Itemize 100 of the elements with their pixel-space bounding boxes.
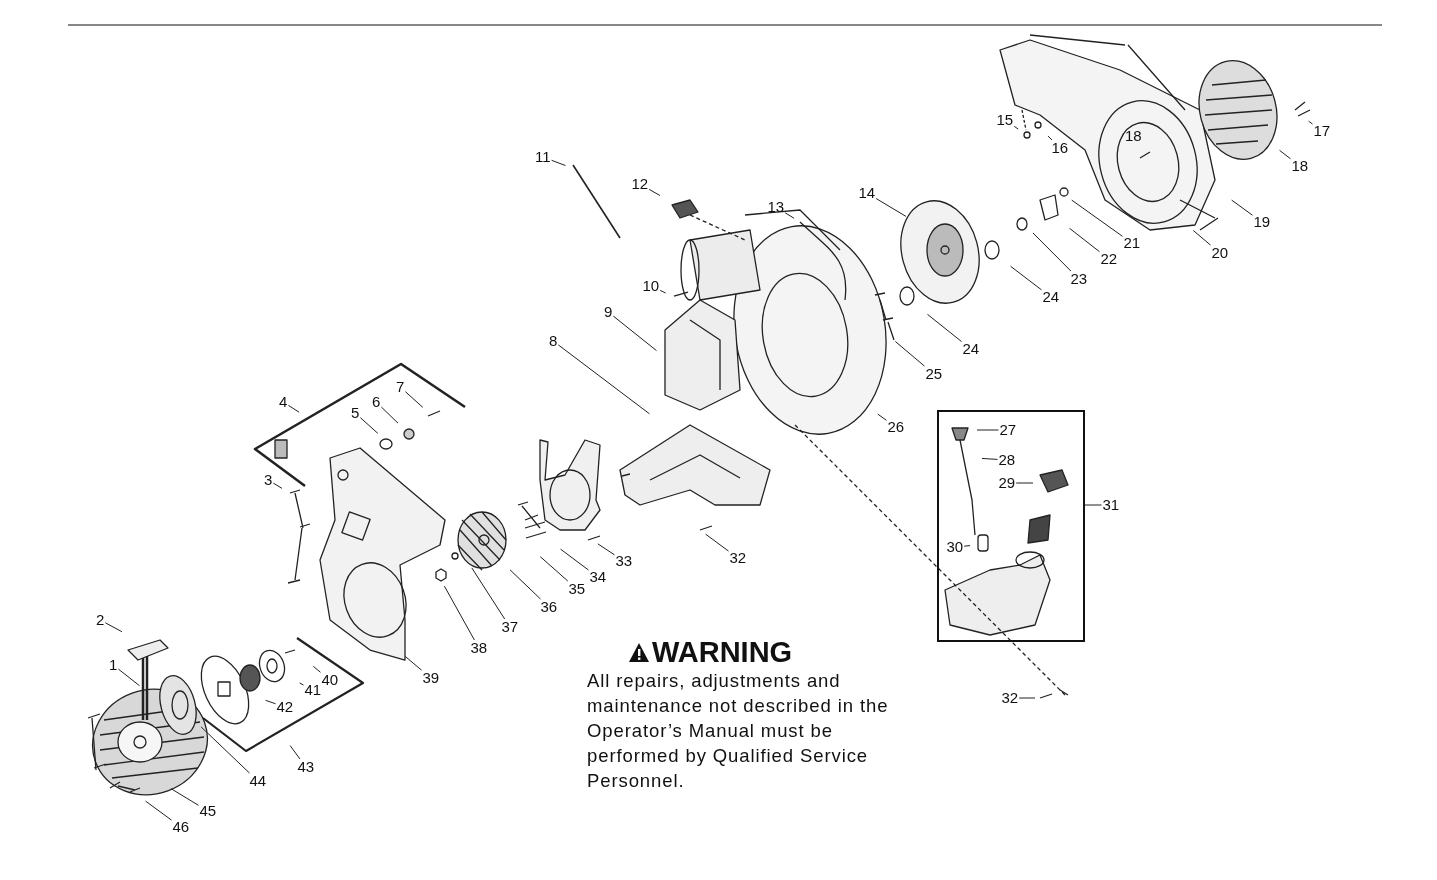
leader-line bbox=[404, 391, 424, 408]
leader-line bbox=[557, 344, 650, 415]
leader-line bbox=[471, 567, 506, 620]
callout-number: 46 bbox=[171, 819, 191, 835]
leader-line bbox=[443, 585, 475, 641]
callout-number: 11 bbox=[534, 149, 552, 165]
callout-number: 26 bbox=[886, 419, 906, 435]
callout-number: 25 bbox=[924, 366, 944, 382]
leader-line bbox=[612, 315, 658, 352]
leader-line bbox=[287, 404, 300, 413]
leader-line bbox=[1047, 135, 1053, 141]
leader-line bbox=[1010, 265, 1042, 291]
callout-number: 18 bbox=[1290, 158, 1310, 174]
callout-number: 17 bbox=[1312, 123, 1332, 139]
leader-line bbox=[312, 665, 321, 673]
callout-number: 27 bbox=[998, 422, 1018, 438]
callout-number: 3 bbox=[263, 472, 274, 488]
leader-line bbox=[877, 413, 887, 421]
leader-line bbox=[1013, 125, 1019, 130]
callout-number: 15 bbox=[995, 112, 1015, 128]
warning-text: All repairs, adjustments and maintenance not described in the Operator’s Manual must be performed by Qualified Service Personnel. bbox=[587, 669, 890, 793]
leader-line bbox=[380, 406, 399, 424]
leader-line bbox=[117, 668, 140, 687]
leader-line bbox=[1032, 232, 1072, 272]
callout-number: 14 bbox=[857, 185, 877, 201]
callout-number: 22 bbox=[1099, 251, 1119, 267]
leader-line bbox=[200, 726, 250, 774]
leader-line bbox=[976, 429, 999, 431]
leader-line bbox=[1308, 120, 1313, 125]
leader-line bbox=[289, 745, 301, 760]
leader-line bbox=[659, 289, 667, 294]
callout-number: 28 bbox=[997, 452, 1017, 468]
leader-line bbox=[894, 341, 925, 367]
callout-number: 35 bbox=[567, 581, 587, 597]
leader-line bbox=[404, 656, 422, 671]
leader-line bbox=[145, 800, 172, 821]
leader-line bbox=[926, 313, 962, 343]
callout-number: 37 bbox=[500, 619, 520, 635]
leader-line bbox=[272, 482, 283, 489]
leader-line bbox=[597, 543, 615, 556]
callout-number: 32 bbox=[1000, 690, 1020, 706]
callout-number: 4 bbox=[278, 394, 289, 410]
leader-line bbox=[705, 533, 729, 552]
callout-number: 12 bbox=[630, 176, 650, 192]
callout-number: 42 bbox=[275, 699, 295, 715]
callout-number: 18 bbox=[1124, 128, 1143, 144]
callout-number: 34 bbox=[588, 569, 608, 585]
callout-number: 10 bbox=[641, 278, 661, 294]
callout-number: 31 bbox=[1101, 497, 1121, 513]
leader-line bbox=[1015, 482, 1034, 484]
leader-line bbox=[875, 198, 907, 217]
leader-line bbox=[1018, 697, 1036, 699]
leader-line bbox=[1071, 199, 1123, 237]
callout-number: 41 bbox=[303, 682, 323, 698]
part-kit-frame bbox=[937, 410, 1085, 642]
callout-number: 23 bbox=[1069, 271, 1089, 287]
callout-number: 38 bbox=[469, 640, 489, 656]
leader-line bbox=[170, 788, 199, 806]
leader-line bbox=[265, 699, 276, 705]
leader-line bbox=[648, 188, 661, 196]
callout-number: 29 bbox=[997, 475, 1017, 491]
leader-line bbox=[1069, 227, 1100, 253]
warning-heading: WARNING bbox=[652, 636, 793, 669]
callout-number: 1 bbox=[108, 657, 119, 673]
callout-number: 43 bbox=[296, 759, 316, 775]
leader-line bbox=[1231, 199, 1253, 216]
callout-number: 33 bbox=[614, 553, 634, 569]
callout-number: 2 bbox=[95, 612, 106, 628]
callout-number: 40 bbox=[320, 672, 340, 688]
leader-line bbox=[539, 556, 569, 582]
leader-line bbox=[560, 548, 589, 571]
leader-line bbox=[359, 417, 379, 434]
leader-line bbox=[551, 159, 566, 167]
callout-number: 39 bbox=[421, 670, 441, 686]
callout-number: 9 bbox=[603, 304, 614, 320]
leader-line bbox=[784, 212, 795, 219]
callout-number: 20 bbox=[1210, 245, 1230, 261]
callout-number: 8 bbox=[548, 333, 559, 349]
callout-number: 5 bbox=[350, 405, 361, 421]
callout-number: 16 bbox=[1050, 140, 1070, 156]
callout-number: 30 bbox=[945, 539, 965, 555]
leader-line bbox=[299, 682, 304, 686]
callout-number: 13 bbox=[766, 199, 786, 215]
callout-number: 7 bbox=[395, 379, 406, 395]
callout-number: 6 bbox=[371, 394, 382, 410]
callout-number: 45 bbox=[198, 803, 218, 819]
callout-number: 24 bbox=[961, 341, 981, 357]
callout-number: 44 bbox=[248, 773, 268, 789]
leader-line bbox=[981, 457, 998, 460]
leader-line bbox=[509, 569, 541, 600]
leader-line bbox=[1279, 149, 1291, 160]
callout-number: 21 bbox=[1122, 235, 1142, 251]
callout-number: 36 bbox=[539, 599, 559, 615]
leader-line bbox=[104, 622, 123, 633]
leader-line bbox=[1192, 230, 1211, 246]
leader-line bbox=[963, 545, 971, 547]
callout-number: 19 bbox=[1252, 214, 1272, 230]
callout-number: 32 bbox=[728, 550, 748, 566]
leader-line bbox=[1084, 504, 1102, 506]
callout-number: 24 bbox=[1041, 289, 1061, 305]
